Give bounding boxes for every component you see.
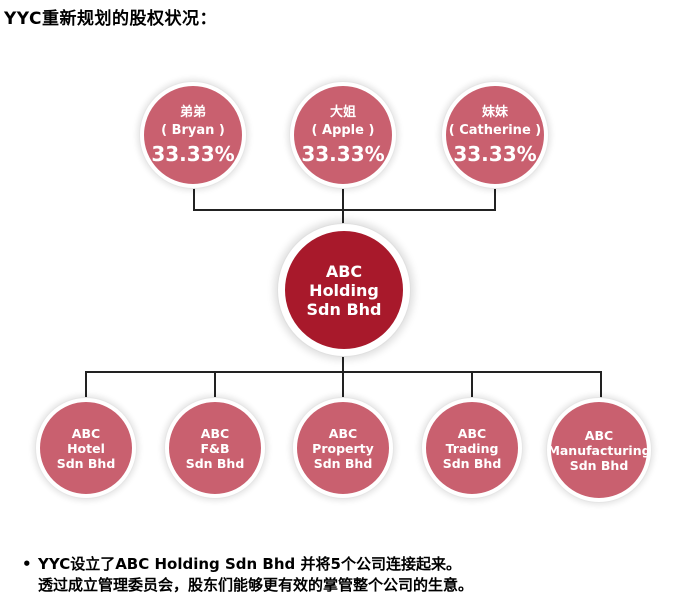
company-line2: Hotel [67,440,105,456]
holding-line3: Sdn Bhd [306,299,382,319]
company-line3: Sdn Bhd [442,455,502,471]
company-line2: Manufacturing [547,442,651,458]
shareholder-english-name: ( Catherine ) [448,122,542,138]
shareholder-english-name: ( Bryan ) [161,122,225,138]
shareholder-name: 大姐 [329,104,356,120]
shareholder-catherine: 妹妹 ( Catherine ) 33.33% [442,82,548,188]
shareholder-name: 妹妹 [481,104,508,120]
company-trading: ABC Trading Sdn Bhd [422,398,522,498]
company-line2: F&B [200,440,230,456]
shareholder-name: 弟弟 [179,104,206,120]
company-line3: Sdn Bhd [313,455,373,471]
shareholder-english-name: ( Apple ) [311,122,375,138]
bullet-line-2: 透过成立管理委员会，股东们能够更有效的掌管整个公司的生意。 [38,576,474,594]
company-property: ABC Property Sdn Bhd [293,398,393,498]
company-line3: Sdn Bhd [56,455,116,471]
company-line3: Sdn Bhd [185,455,245,471]
shareholder-percent: 33.33% [301,141,385,166]
company-line3: Sdn Bhd [569,457,629,473]
holding-line2: Holding [309,280,379,300]
shareholder-apple: 大姐 ( Apple ) 33.33% [290,82,396,188]
slide-title: YYC重新规划的股权状况： [4,9,217,29]
company-line1: ABC [200,425,230,441]
company-fnb: ABC F&B Sdn Bhd [165,398,265,498]
holding-line1: ABC [325,261,363,281]
shareholder-percent: 33.33% [151,141,235,166]
company-line2: Trading [445,440,499,456]
bullet-dot-icon: • [22,555,32,573]
shareholder-bryan: 弟弟 ( Bryan ) 33.33% [140,82,246,188]
company-line1: ABC [328,425,358,441]
company-manufacturing: ABC Manufacturing Sdn Bhd [547,398,651,502]
shareholder-percent: 33.33% [453,141,537,166]
company-line2: Property [312,440,374,456]
company-line1: ABC [457,425,487,441]
bullet-line-1: YYC设立了ABC Holding Sdn Bhd 并将5个公司连接起来。 [38,555,461,573]
holding-company: ABC Holding Sdn Bhd [278,224,410,356]
company-hotel: ABC Hotel Sdn Bhd [36,398,136,498]
company-line1: ABC [584,427,614,443]
bullet-text-block: • YYC设立了ABC Holding Sdn Bhd 并将5个公司连接起来。 … [22,554,473,596]
company-line1: ABC [71,425,101,441]
